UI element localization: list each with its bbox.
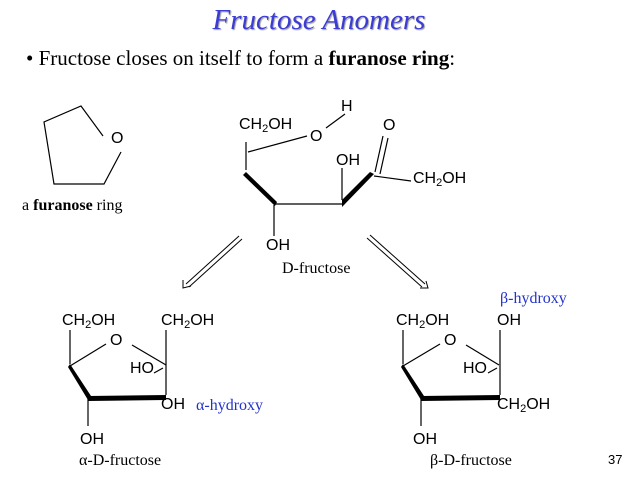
beta-hydroxy-label: β-hydroxy [500,290,567,307]
c3-hydroxyl: OH [336,152,360,169]
alpha-c2-hydroxyl: OH [161,396,185,413]
ch2oh-right-label: CH2OH [413,170,467,189]
beta-c2-hydroxyl: OH [497,312,521,329]
furanose-pentagon [43,105,122,185]
slide-title: Fructose Anomers [212,4,426,36]
beta-ch2oh-left: CH2OH [396,312,450,331]
alpha-ring-bonds [69,330,167,426]
alpha-d-fructose-name: α-D-fructose [79,452,162,469]
alpha-hydroxy-label: α-hydroxy [196,397,264,414]
bullet-emphasis: furanose ring [328,46,450,70]
bullet-marker: • [26,46,34,70]
bullet-colon: : [449,46,456,70]
beta-ho-label: HO [463,360,487,377]
alpha-bottom-hydroxyl: OH [80,431,104,448]
furanose-caption: a furanose ring [22,197,123,214]
furanose-ring-oxygen: O [111,130,124,147]
d-fructose-name: D-fructose [282,260,351,277]
alpha-ho-label: HO [130,360,154,377]
alpha-ring-wedges [68,364,166,401]
hydrogen-label: H [341,98,353,115]
alpha-ring-oxygen: O [110,332,123,349]
alpha-ch2oh-left: CH2OH [62,312,116,331]
equilibrium-arrow-right [366,234,429,289]
beta-d-fructose-name: β-D-fructose [430,452,512,469]
beta-ring-oxygen: O [444,332,457,349]
bottom-hydroxyl: OH [266,237,290,254]
bullet-text: Fructose closes on itself to form a [38,46,329,70]
ch2oh-top-label: CH2OH [239,116,293,135]
beta-bottom-hydroxyl: OH [413,431,437,448]
open-chain-bonds [245,113,412,236]
beta-ring-wedges [401,364,500,401]
bullet-point: • Fructose closes on itself to form a fu… [26,46,455,71]
page-number: 37 [608,452,623,467]
alpha-ch2oh-right: CH2OH [161,312,215,331]
beta-ch2oh-right: CH2OH [497,396,551,415]
open-chain-ring-oxygen: O [310,128,323,145]
beta-ring-bonds [402,330,501,426]
carbonyl-oxygen: O [383,117,396,134]
equilibrium-arrow-left [182,235,243,289]
open-chain-wedges [243,172,374,207]
